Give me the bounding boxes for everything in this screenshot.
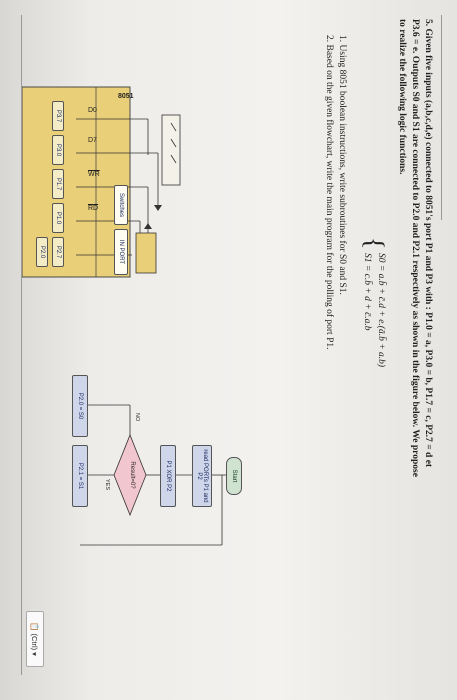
led-2 [144,223,152,229]
flow-yes-label: YES [104,479,110,491]
circuit-diagram: 8051 D0 D7 WR RD P3.7 P3.0 P1.7 P1.0 P2.… [8,5,448,695]
circuit-wiring [21,86,181,278]
flow-xor: P1 XOR P2 [160,445,176,507]
switch-3 [170,154,177,164]
flow-decision-label: Result=0? [129,461,135,489]
flow-start: Start [226,457,242,495]
footer-rule [21,15,22,675]
in-port-box [135,232,157,274]
chevron-down-icon: ▾ [30,652,40,656]
flow-read: read PORTs P1 and P2 [192,445,212,507]
paste-options-label: (Ctrl) [30,633,40,651]
chip-body [21,86,131,278]
flow-no-label: NO [134,413,140,422]
switch-block [161,114,181,186]
flow-out0: P2.0 = S0 [72,375,88,437]
clipboard-icon: 📋 [30,622,40,632]
flowchart: Start read PORTs P1 and P2 P1 XOR P2 Res… [8,5,448,695]
paste-options-button[interactable]: 📋 (Ctrl) ▾ [26,611,44,667]
rotated-document: 5. Given five inputs (a,b,c,d,e) connect… [8,5,448,695]
flow-out1: P2.1 = S1 [72,445,88,507]
led-1 [154,205,162,211]
flowchart-connectors [80,404,228,546]
switch-2 [170,138,177,148]
switch-1 [170,122,177,132]
